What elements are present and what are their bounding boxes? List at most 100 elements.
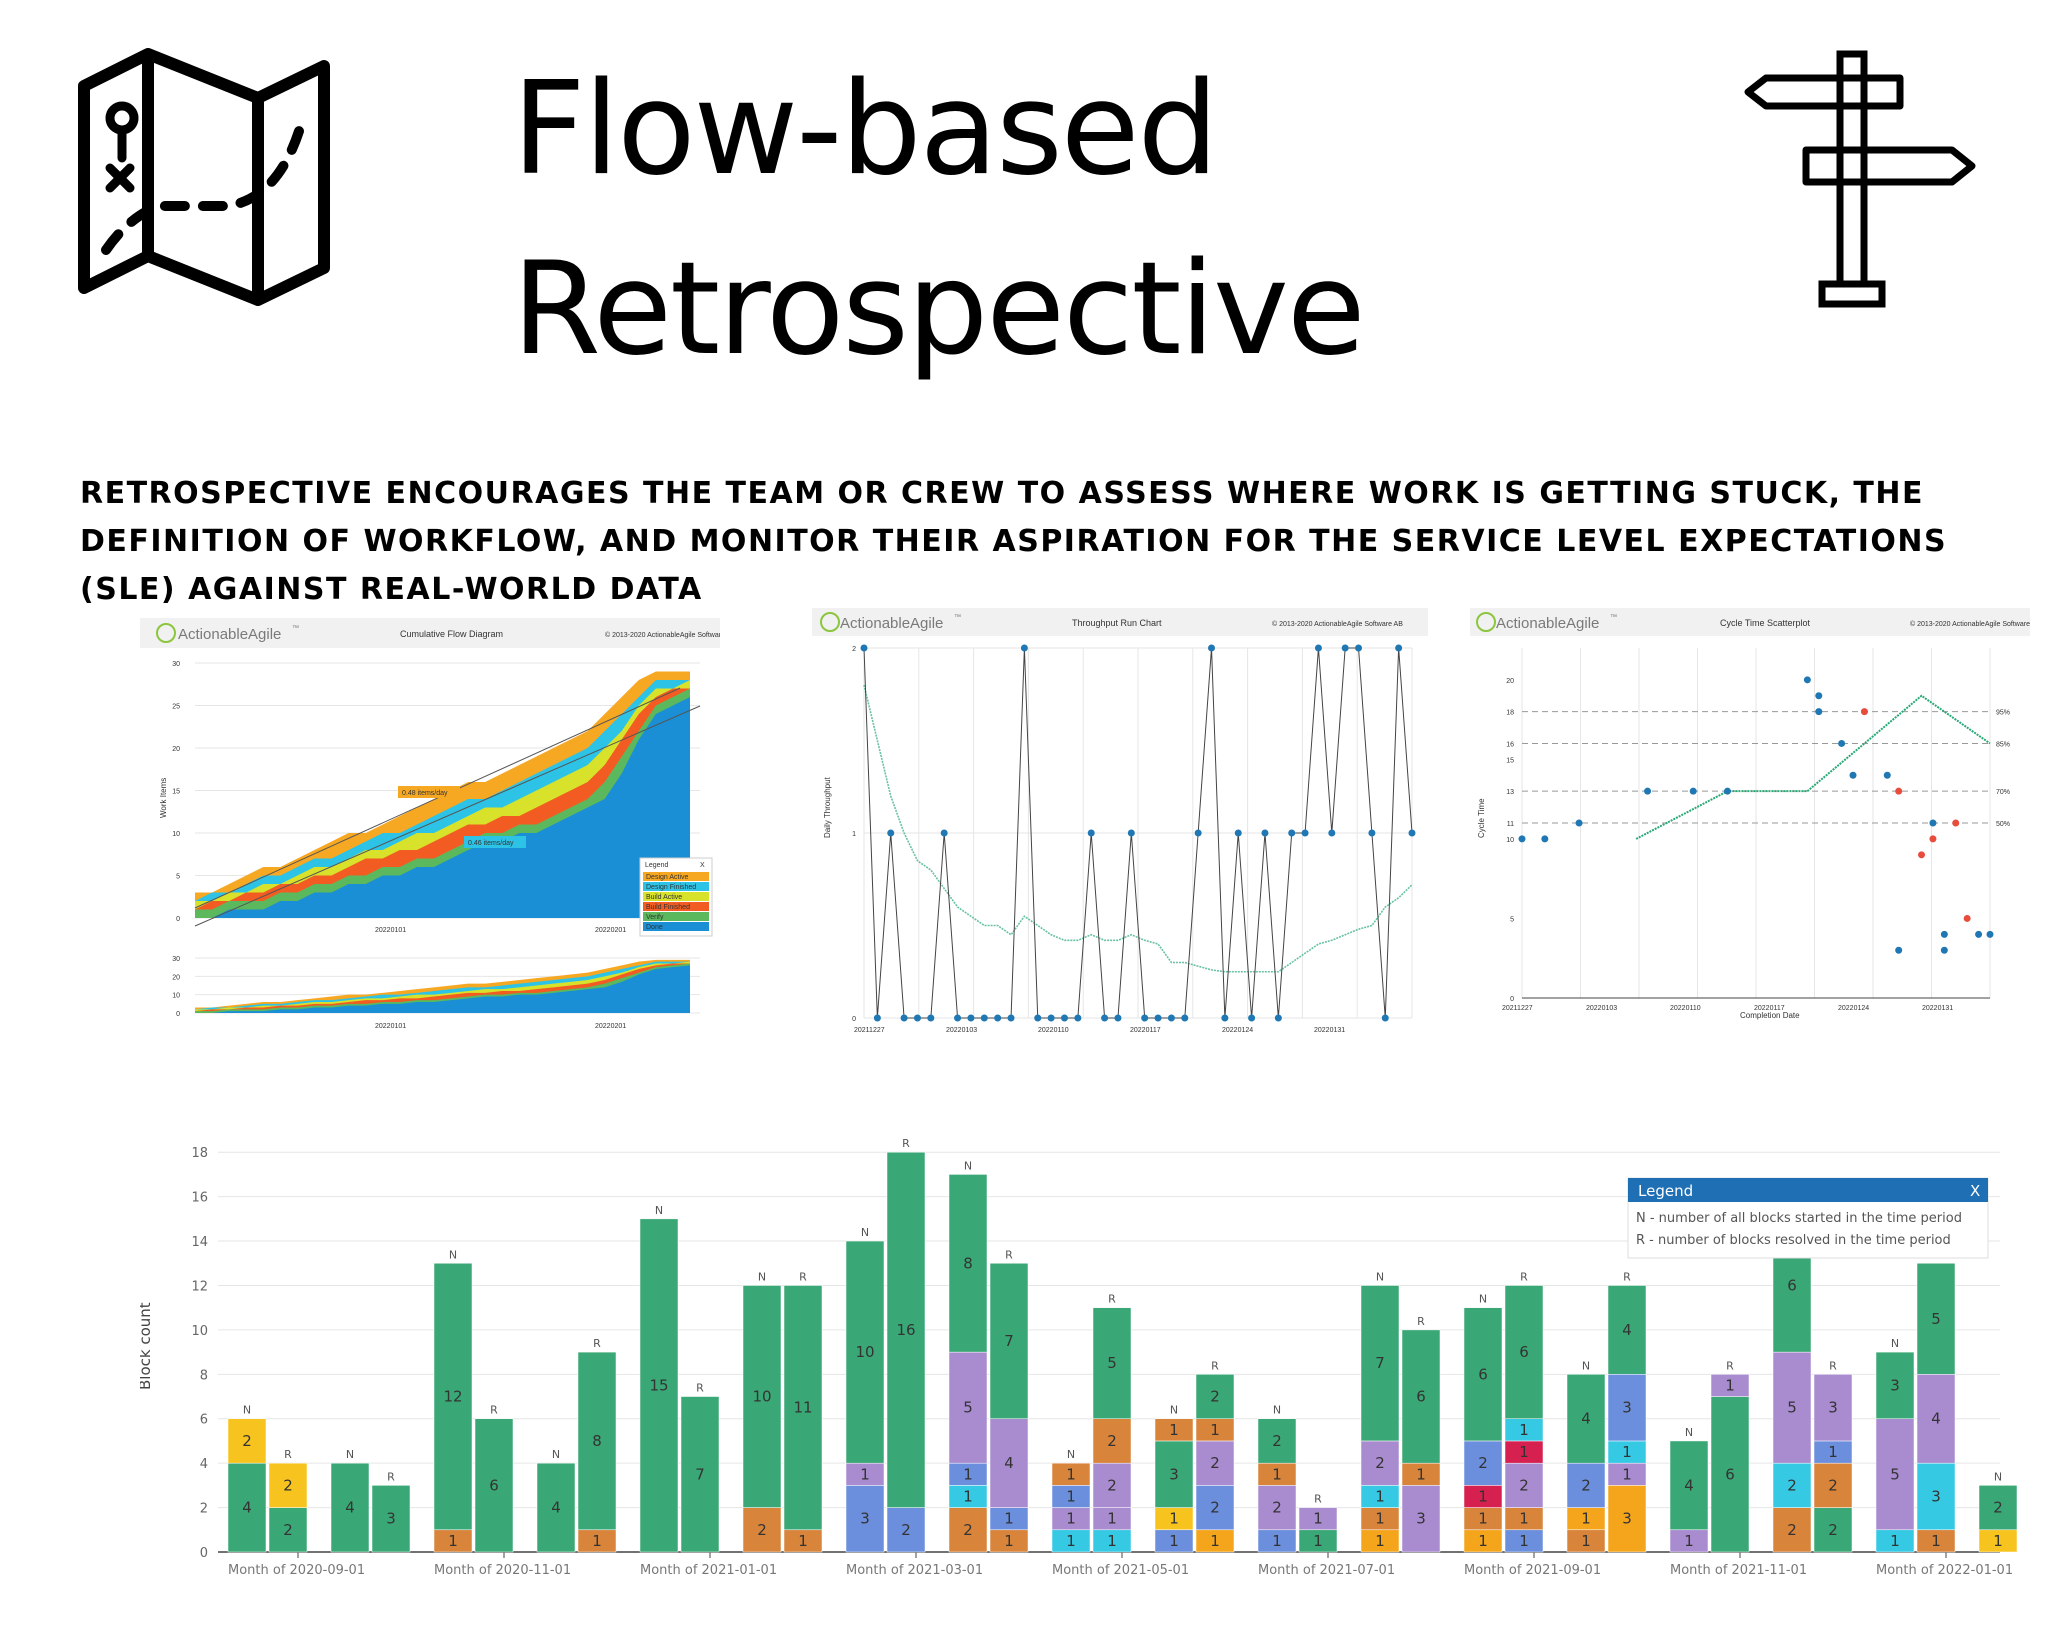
- cfd-xtick: 20220201: [595, 927, 626, 934]
- block-bar-segment: [886, 1507, 926, 1553]
- scatter-point: [1815, 692, 1823, 700]
- block-bar-segment: [845, 1485, 885, 1553]
- scatter-brand: ActionableAgile: [1496, 615, 1599, 632]
- cfd-annotation-1: 0.48 items/day: [402, 790, 448, 797]
- block-legend-entry-r: R - number of blocks resolved in the tim…: [1636, 1233, 1951, 1248]
- throughput-point: [1007, 1014, 1015, 1022]
- throughput-point: [1101, 1014, 1109, 1022]
- throughput-point: [1288, 829, 1296, 837]
- cfd-ytick: 30: [172, 661, 180, 668]
- scatter-ytick: 0: [1510, 996, 1514, 1003]
- block-bar-tag: N: [346, 1448, 354, 1461]
- block-ytick: 6: [200, 1413, 208, 1428]
- throughput-brand-tm: ™: [954, 614, 961, 621]
- block-segment-label: 1: [798, 1532, 808, 1550]
- scatter-point: [1838, 739, 1846, 747]
- actionableagile-logo-icon: [820, 612, 840, 632]
- scatter-ytick: 16: [1506, 741, 1514, 748]
- throughput-point: [1208, 644, 1216, 652]
- block-bar-segment: [948, 1507, 988, 1553]
- throughput-ytick: 2: [852, 646, 856, 653]
- cfd-overview-xtick: 20220201: [595, 1023, 626, 1030]
- throughput-xtick: 20220124: [1222, 1027, 1253, 1034]
- block-segment-label: 2: [1210, 1454, 1220, 1472]
- cfd-legend-swatch: [643, 892, 709, 901]
- cfd-legend-close[interactable]: X: [700, 862, 705, 869]
- block-segment-label: 2: [283, 1521, 293, 1539]
- block-bar-tag: N: [449, 1248, 457, 1261]
- scatter-xtick: 20211227: [1502, 1005, 1533, 1012]
- block-segment-label: 11: [793, 1399, 812, 1417]
- scatter-ylabel: Cycle Time: [1477, 798, 1486, 838]
- block-segment-label: 6: [1416, 1388, 1426, 1406]
- block-ytick: 4: [200, 1457, 208, 1472]
- throughput-ylabel: Daily Throughput: [823, 776, 832, 838]
- throughput-point: [873, 1014, 881, 1022]
- cfd-ytick: 10: [172, 831, 180, 838]
- block-bar-tag: R: [1623, 1270, 1631, 1283]
- block-segment-label: 3: [1622, 1510, 1632, 1528]
- block-bar-segment: [1916, 1263, 1956, 1375]
- scatter-ytick: 15: [1506, 757, 1514, 764]
- block-bar-segment: [1916, 1462, 1956, 1531]
- block-ytick: 18: [191, 1146, 208, 1161]
- block-segment-label: 2: [1787, 1476, 1797, 1494]
- block-legend-close[interactable]: X: [1970, 1182, 1980, 1200]
- block-segment-label: 7: [1004, 1332, 1014, 1350]
- block-bar-segment: [1195, 1374, 1235, 1419]
- cfd-xtick: 20220101: [375, 927, 406, 934]
- block-segment-label: 8: [592, 1432, 602, 1450]
- block-bar-tag: R: [799, 1270, 807, 1283]
- throughput-point: [1181, 1014, 1189, 1022]
- scatter-point: [1575, 819, 1583, 827]
- block-bar-segment: [1257, 1485, 1297, 1531]
- block-xtick: Month of 2021-09-01: [1464, 1563, 1601, 1578]
- block-bar-tag: N: [964, 1159, 972, 1172]
- block-segment-label: 1: [1107, 1532, 1117, 1550]
- block-segment-label: 1: [1375, 1510, 1385, 1528]
- cfd-legend-entry: Design Active: [646, 874, 689, 881]
- block-segment-label: 7: [695, 1465, 705, 1483]
- block-bar-segment: [742, 1507, 782, 1553]
- block-segment-label: 1: [1581, 1532, 1591, 1550]
- block-segment-label: 10: [855, 1343, 874, 1361]
- throughput-series-line: [863, 647, 1413, 1019]
- block-segment-label: 1: [1828, 1443, 1838, 1461]
- block-segment-label: 4: [242, 1499, 252, 1517]
- block-bar-segment: [1092, 1462, 1132, 1508]
- throughput-point: [954, 1014, 962, 1022]
- throughput-point: [1301, 829, 1309, 837]
- block-ytick: 14: [191, 1235, 208, 1250]
- block-bar-segment: [536, 1462, 576, 1553]
- throughput-point: [994, 1014, 1002, 1022]
- block-segment-label: 1: [1519, 1510, 1529, 1528]
- block-segment-label: 12: [443, 1388, 462, 1406]
- block-xtick: Month of 2022-01-01: [1876, 1563, 2013, 1578]
- scatter-trend-line: [1635, 694, 1991, 840]
- block-segment-label: 4: [1004, 1454, 1014, 1472]
- actionableagile-logo-icon: [1476, 612, 1496, 632]
- throughput-point: [980, 1014, 988, 1022]
- block-bar-segment: [1607, 1485, 1647, 1553]
- block-bar-segment: [742, 1285, 782, 1508]
- throughput-point: [887, 829, 895, 837]
- block-bar-segment: [1504, 1462, 1544, 1508]
- block-segment-label: 3: [1622, 1399, 1632, 1417]
- block-xtick: Month of 2020-11-01: [434, 1563, 571, 1578]
- block-segment-label: 1: [1375, 1487, 1385, 1505]
- block-segment-label: 1: [1004, 1510, 1014, 1528]
- block-segment-label: 1: [1725, 1376, 1735, 1394]
- block-bar-tag: N: [243, 1404, 251, 1417]
- scatter-point: [1849, 771, 1857, 779]
- block-segment-label: 2: [1828, 1521, 1838, 1539]
- scatter-panel: ActionableAgile ™ Cycle Time Scatterplot…: [1470, 608, 2030, 1028]
- block-bar-segment: [1195, 1485, 1235, 1531]
- block-bar-segment: [783, 1285, 823, 1531]
- throughput-point: [1234, 829, 1242, 837]
- cfd-legend-entry: Design Finished: [646, 884, 696, 891]
- description-text: Retrospective encourages the team or cre…: [80, 476, 1948, 607]
- block-segment-label: 1: [860, 1465, 870, 1483]
- throughput-point: [1047, 1014, 1055, 1022]
- block-bar-segment: [1257, 1418, 1297, 1464]
- block-segment-label: 16: [896, 1321, 915, 1339]
